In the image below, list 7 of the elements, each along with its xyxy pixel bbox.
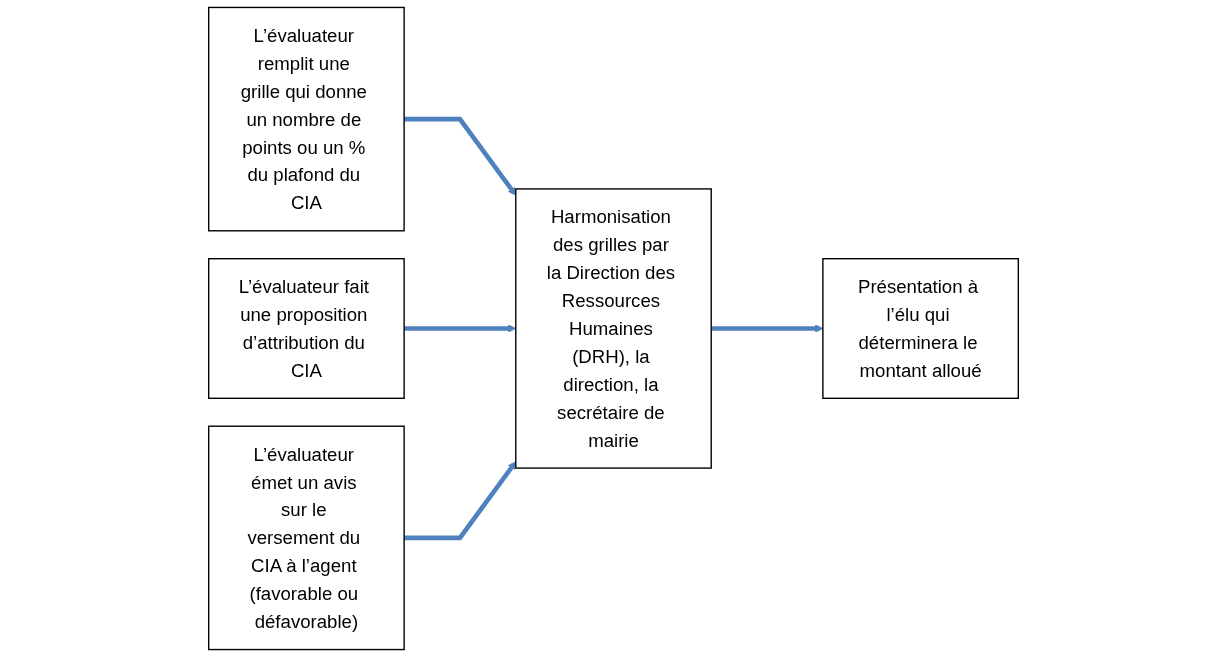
node-box: L’évaluateur fait une proposition d’attribution du CIA [208,258,405,399]
arrow [404,461,517,541]
node-box: Présentation à l’élu qui déterminera le montant alloué [822,258,1019,399]
node-box: L’évaluateur émet un avis sur le versement du CIA à l’agent (favorable ou défavorable) [208,425,405,651]
node-box: L’évaluateur remplit une grille qui donne un nombre de points ou un % du plafond du CIA [208,6,405,232]
node-box: Harmonisation des grilles par la Direction des Ressources Humaines (DRH), la direction, la secrétaire de mairie [515,188,712,469]
arrow [404,116,517,196]
